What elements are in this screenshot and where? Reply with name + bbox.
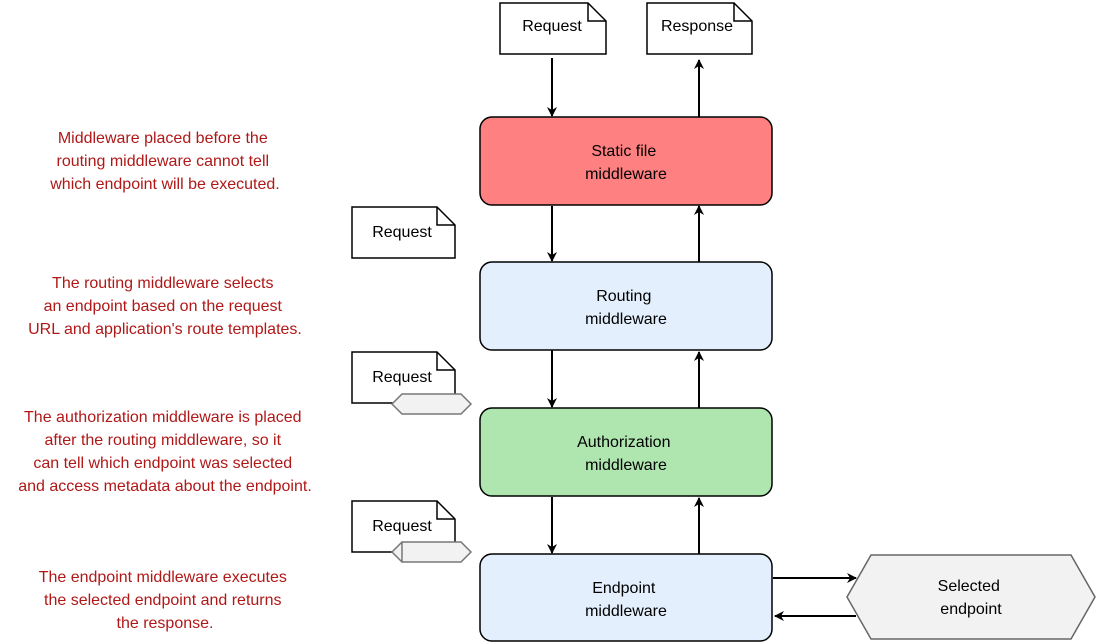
- authorization-middleware-box: Authorization middleware: [479, 407, 773, 497]
- svg-text:Request: Request: [372, 369, 432, 386]
- svg-text:Static file middleware: Static file middleware: [585, 143, 667, 183]
- svg-text:Authorization middleware: Authorization middleware: [577, 434, 675, 474]
- static-file-middleware-box: Static file middleware: [479, 116, 773, 206]
- endpoint-tag-hexagon-endpoint: [390, 541, 473, 563]
- endpoint-middleware-box: Endpoint middleware: [479, 553, 773, 642]
- svg-text:Selected endpoint: Selected endpoint: [938, 578, 1005, 618]
- svg-text:Request: Request: [372, 224, 432, 241]
- request-document-endpoint: Request: [351, 500, 456, 553]
- note-authorization: The authorization middleware is placed a…: [18, 409, 312, 495]
- svg-text:Routing middleware: Routing middleware: [585, 288, 667, 328]
- request-document-top: Request: [499, 2, 607, 55]
- note-static-file: Middleware placed before the routing mid…: [49, 130, 279, 193]
- request-document-authorization: Request: [351, 351, 456, 404]
- note-endpoint: The endpoint middleware executes the sel…: [39, 569, 292, 632]
- selected-endpoint-hexagon: Selected endpoint: [846, 554, 1096, 640]
- svg-text:Response: Response: [661, 18, 733, 35]
- note-routing: The routing middleware selects an endpoi…: [28, 275, 302, 338]
- pipeline-arrows: [547, 58, 857, 621]
- routing-middleware-box: Routing middleware: [479, 261, 773, 351]
- request-document-routing: Request: [351, 206, 456, 259]
- response-document-top: Response: [646, 2, 753, 55]
- svg-text:Endpoint middleware: Endpoint middleware: [585, 580, 667, 620]
- svg-text:Request: Request: [522, 18, 582, 35]
- svg-text:Request: Request: [372, 518, 432, 535]
- endpoint-tag-hexagon-authorization: [390, 393, 473, 415]
